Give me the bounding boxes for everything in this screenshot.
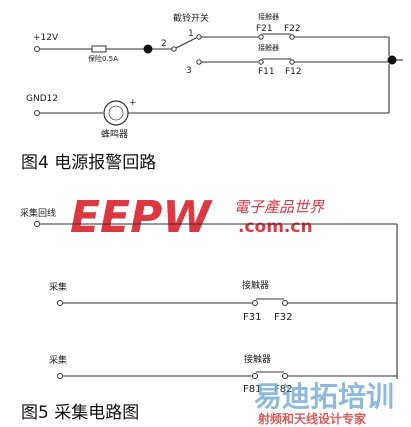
buzzer-plus: + xyxy=(129,98,137,108)
buzzer-label: 蜂鸣器 xyxy=(101,128,128,140)
f11-label: F11 xyxy=(258,67,275,77)
training-logo-text: 易迪拓培训 xyxy=(254,380,394,413)
training-watermark: 易迪拓培训 射频和天线设计专家 xyxy=(254,380,394,426)
loop-terminal xyxy=(34,221,40,227)
contact-f11 xyxy=(258,59,264,65)
junction-node xyxy=(143,44,153,54)
buzzer-inner xyxy=(108,105,124,121)
f81-label: F81 xyxy=(243,384,261,395)
gnd-label: GND12 xyxy=(26,94,58,104)
f22-label: F22 xyxy=(284,24,301,34)
plus12v-label: +12V xyxy=(33,33,59,43)
junction-node xyxy=(387,55,397,65)
contactor-top-label: 接触器 xyxy=(258,12,279,21)
contact-f32 xyxy=(282,300,288,306)
switch-contact-1 xyxy=(196,34,202,40)
contact-f31 xyxy=(252,300,258,306)
contactor1-label: 接触器 xyxy=(242,279,269,291)
contact-f21 xyxy=(258,34,264,40)
eepw-chinese-text: 電子產品世界 xyxy=(234,198,325,216)
eepw-watermark: EEPW 電子產品世界 .com.cn xyxy=(70,192,325,243)
contact-f12 xyxy=(289,59,295,65)
figure5-caption: 图5 采集电路图 xyxy=(21,403,139,423)
contactor-mid-label: 接触器 xyxy=(258,43,279,52)
eepw-logo-text: EEPW xyxy=(70,192,213,243)
contact-f22 xyxy=(289,34,295,40)
f82-label: F82 xyxy=(274,384,292,395)
figure4-power-alarm-circuit: +12V 保险0.5A 截铃开关 2 1 3 接触器 F21 F22 接触器 F… xyxy=(21,12,403,173)
buzzer xyxy=(103,100,129,126)
plus12v-terminal xyxy=(34,46,40,52)
collect2-terminal xyxy=(57,373,63,379)
eepw-site-text: .com.cn xyxy=(238,217,313,237)
loop-label: 采集回线 xyxy=(20,207,56,219)
switch-label: 截铃开关 xyxy=(173,12,209,24)
f31-label: F31 xyxy=(243,312,261,323)
f21-label: F21 xyxy=(256,24,273,34)
switch-contact-3 xyxy=(196,59,202,65)
switch-pin1: 1 xyxy=(188,29,194,39)
switch-blade xyxy=(175,37,197,49)
switch-pin2: 2 xyxy=(161,39,167,49)
switch-pivot xyxy=(171,46,177,52)
fuse-label: 保险0.5A xyxy=(88,54,118,63)
collect2-label: 采集 xyxy=(49,354,67,366)
switch-pin3: 3 xyxy=(186,66,192,76)
contactor2-label: 接触器 xyxy=(244,353,271,365)
collect1-terminal xyxy=(57,300,63,306)
contact-f81 xyxy=(252,373,258,379)
figure4-caption: 图4 电源报警回路 xyxy=(21,153,156,173)
f32-label: F32 xyxy=(274,312,292,323)
f12-label: F12 xyxy=(285,67,302,77)
gnd-terminal xyxy=(34,110,40,116)
figure5-collection-circuit: 采集回线 采集 接触器 F31 F32 采集 接触器 F81 F82 图5 采集… xyxy=(20,207,398,423)
training-sub-text: 射频和天线设计专家 xyxy=(257,411,367,426)
contact-f82 xyxy=(282,373,288,379)
collect1-label: 采集 xyxy=(49,281,67,293)
fuse xyxy=(91,45,107,53)
